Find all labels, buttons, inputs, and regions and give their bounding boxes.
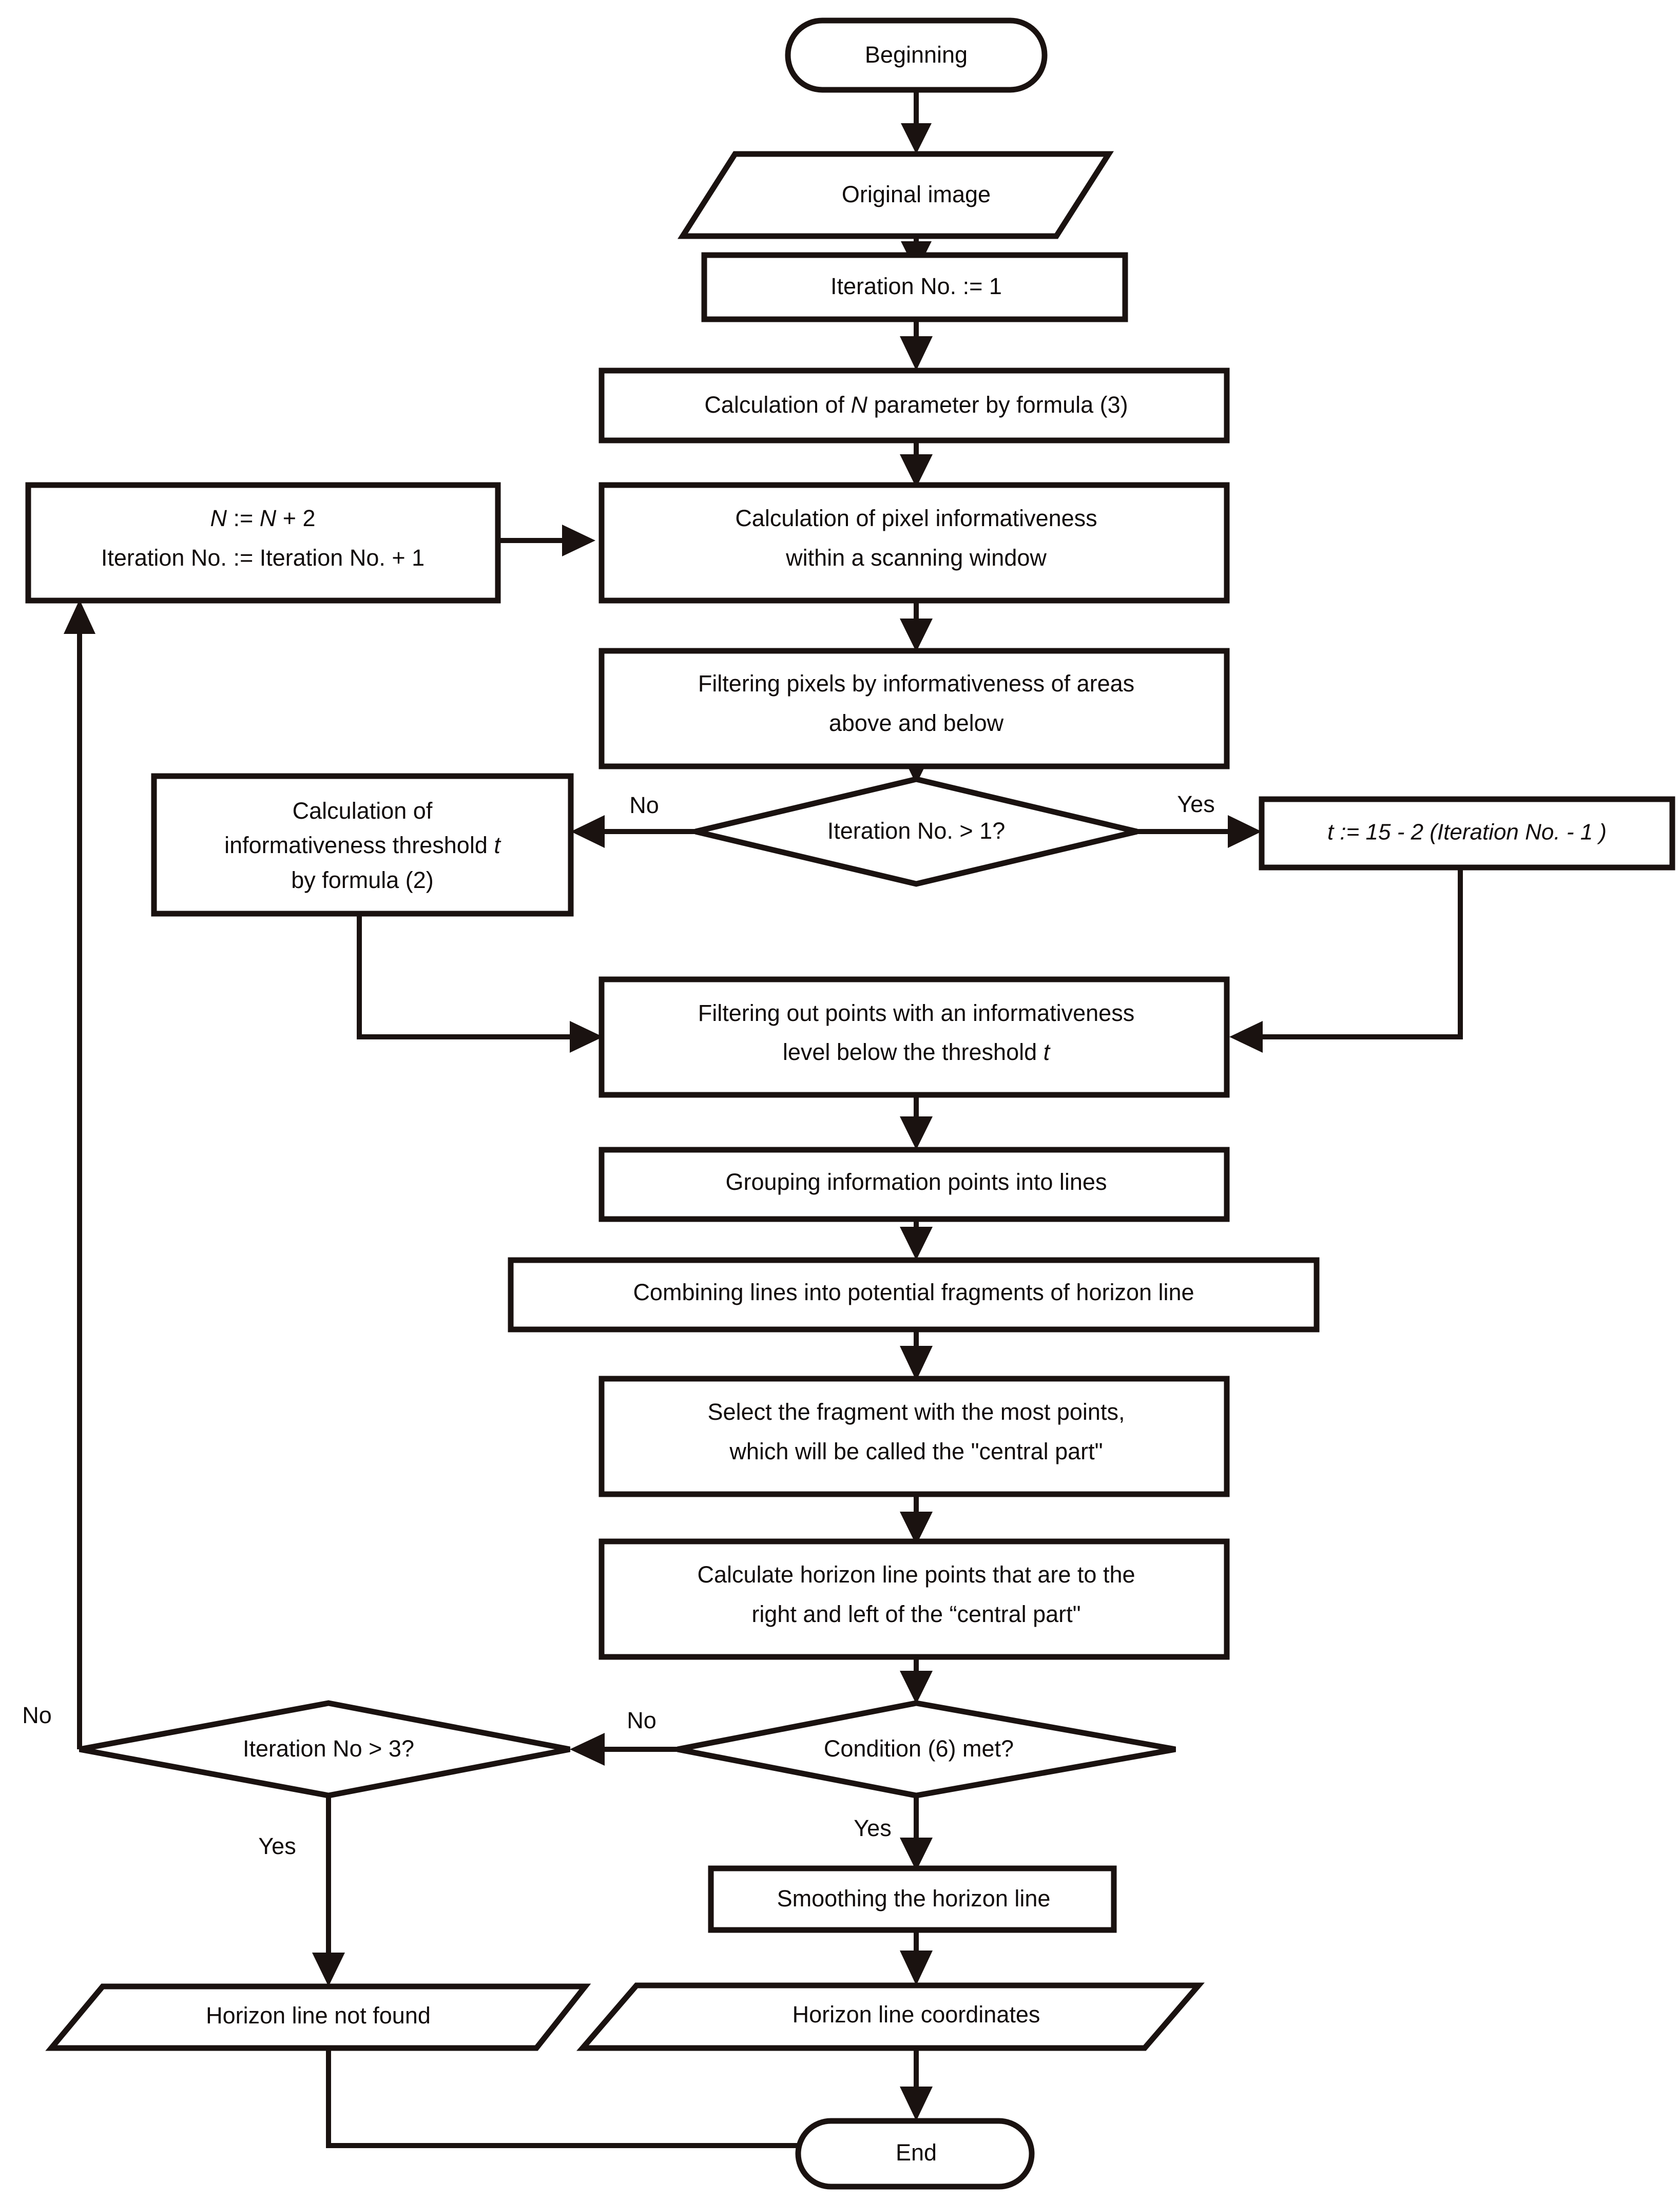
node-set-threshold[interactable]: t := 15 - 2 (Iteration No. - 1 ) [1259,796,1675,871]
node-decision-iteration-gt1[interactable]: Iteration No. > 1? [694,776,1138,887]
node-smoothing[interactable]: Smoothing the horizon line [708,1865,1117,1933]
node-combining-label: Combining lines into potential fragments… [633,1279,1194,1305]
connector-calc-n-to-calc-informativeness [900,440,933,488]
node-loop-update-line2: Iteration No. := Iteration No. + 1 [101,545,424,571]
node-horizon-not-found-label: Horizon line not found [206,2002,431,2029]
node-loop-update[interactable]: N := N + 2 Iteration No. := Iteration No… [25,482,501,604]
node-calc-n-label: Calculation of N parameter by formula (3… [704,392,1128,418]
connector-calc-informativeness-to-filter-pixels [900,600,933,652]
connector-smoothing-to-horizon-coords [900,1927,933,1985]
node-filter-points-line2: level below the threshold t [783,1039,1051,1065]
node-calc-threshold[interactable]: Calculation of informativeness threshold… [151,773,574,917]
connector-condition6-no-to-decision-gt3 [570,1733,678,1766]
loop-update-n1: N [210,505,227,531]
node-calc-horizon-points-line1: Calculate horizon line points that are t… [697,1561,1135,1588]
node-calc-threshold-line1: Calculation of [293,798,433,824]
calc-threshold-t: t [494,832,501,858]
connector-filter-points-to-grouping [900,1092,1224,1150]
node-calc-horizon-points[interactable]: Calculate horizon line points that are t… [598,1538,1230,1660]
node-filter-pixels[interactable]: Filtering pixels by informativeness of a… [598,648,1230,769]
node-calc-informativeness[interactable]: Calculation of pixel informativeness wit… [598,482,1230,604]
node-set-threshold-label: t := 15 - 2 (Iteration No. - 1 ) [1327,820,1607,845]
node-loop-update-line1: N := N + 2 [210,505,315,531]
node-select-fragment[interactable]: Select the fragment with the most points… [598,1376,1230,1497]
connector-beginning-to-original-image [901,90,932,154]
node-decision-iteration-gt1-label: Iteration No. > 1? [827,818,1005,844]
edge-label-cond6-no: No [627,1707,656,1733]
calc-n-part-b: parameter by formula (3) [867,392,1128,418]
node-combining[interactable]: Combining lines into potential fragments… [508,1257,1320,1333]
edge-label-gt3-no: No [22,1702,52,1728]
node-calc-threshold-line2: informativeness threshold t [224,832,501,858]
loop-update-n2: N [260,505,277,531]
node-filter-pixels-line2: above and below [829,710,1004,736]
node-grouping[interactable]: Grouping information points into lines [598,1147,1230,1222]
node-iteration-init[interactable]: Iteration No. := 1 [701,252,1128,322]
connector-iteration-init-to-calc-n [900,319,933,371]
connector-loop-update-to-calc-informativeness [498,525,595,556]
node-decision-condition6-label: Condition (6) met? [824,1735,1014,1762]
connector-set-threshold-to-filter-points [1229,867,1463,1053]
node-filter-points[interactable]: Filtering out points with an informative… [598,976,1230,1098]
node-calc-horizon-points-line2: right and left of the “central part" [751,1601,1080,1627]
node-calc-informativeness-line2: within a scanning window [785,545,1047,571]
node-decision-iteration-gt3-label: Iteration No > 3? [243,1735,414,1762]
loop-update-assign: := [227,505,260,531]
node-original-image-label: Original image [842,181,991,207]
node-select-fragment-line1: Select the fragment with the most points… [708,1399,1125,1425]
node-filter-pixels-line1: Filtering pixels by informativeness of a… [698,670,1134,697]
connector-decision-gt1-no-to-calc-threshold [571,815,696,848]
connector-condition6-yes-to-smoothing [900,1795,933,1871]
node-iteration-init-label: Iteration No. := 1 [831,273,1002,299]
edge-label-gt3-yes: Yes [258,1833,296,1859]
filter-points-t: t [1044,1039,1051,1065]
node-end-label: End [896,2139,937,2166]
node-calc-threshold-line3: by formula (2) [291,867,434,893]
node-grouping-label: Grouping information points into lines [726,1169,1107,1195]
connector-horizon-coords-to-end [900,2048,933,2121]
calc-n-part-n: N [851,392,867,418]
node-decision-iteration-gt3[interactable]: Iteration No > 3? [79,1700,571,1799]
connector-decision-gt1-yes-to-set-threshold [1137,815,1262,848]
node-horizon-coords[interactable]: Horizon line coordinates [576,1982,1205,2051]
node-calc-n[interactable]: Calculation of N parameter by formula (3… [598,368,1230,443]
calc-threshold-line2-text: informativeness threshold [224,832,494,858]
node-select-fragment-line2: which will be called the "central part" [729,1438,1103,1464]
node-beginning[interactable]: Beginning [785,17,1048,93]
node-beginning-label: Beginning [865,42,968,68]
edge-label-gt1-no: No [629,792,659,818]
node-decision-condition6[interactable]: Condition (6) met? [677,1700,1176,1799]
node-smoothing-label: Smoothing the horizon line [777,1885,1051,1912]
connector-decision-gt3-yes-to-horizon-not-found [312,1795,345,1986]
edge-label-cond6-yes: Yes [854,1815,891,1841]
node-filter-points-line1: Filtering out points with an informative… [698,1000,1134,1026]
node-end[interactable]: End [795,2118,1035,2190]
connector-calc-horizon-points-to-decision-condition6 [900,1654,933,1704]
connector-calc-threshold-to-filter-points [357,914,603,1053]
filter-points-line2-text: level below the threshold [783,1039,1044,1065]
node-horizon-not-found[interactable]: Horizon line not found [45,1983,591,2051]
node-horizon-coords-label: Horizon line coordinates [793,2001,1040,2028]
connector-decision-gt3-no-to-loop-update [64,600,95,1749]
connector-horizon-not-found-to-end [326,2048,867,2162]
calc-n-part-a: Calculation of [704,392,851,418]
loop-update-plus2: + 2 [276,505,315,531]
node-original-image[interactable]: Original image [677,151,1114,239]
node-calc-informativeness-line1: Calculation of pixel informativeness [735,505,1097,531]
edge-label-gt1-yes: Yes [1177,791,1214,817]
